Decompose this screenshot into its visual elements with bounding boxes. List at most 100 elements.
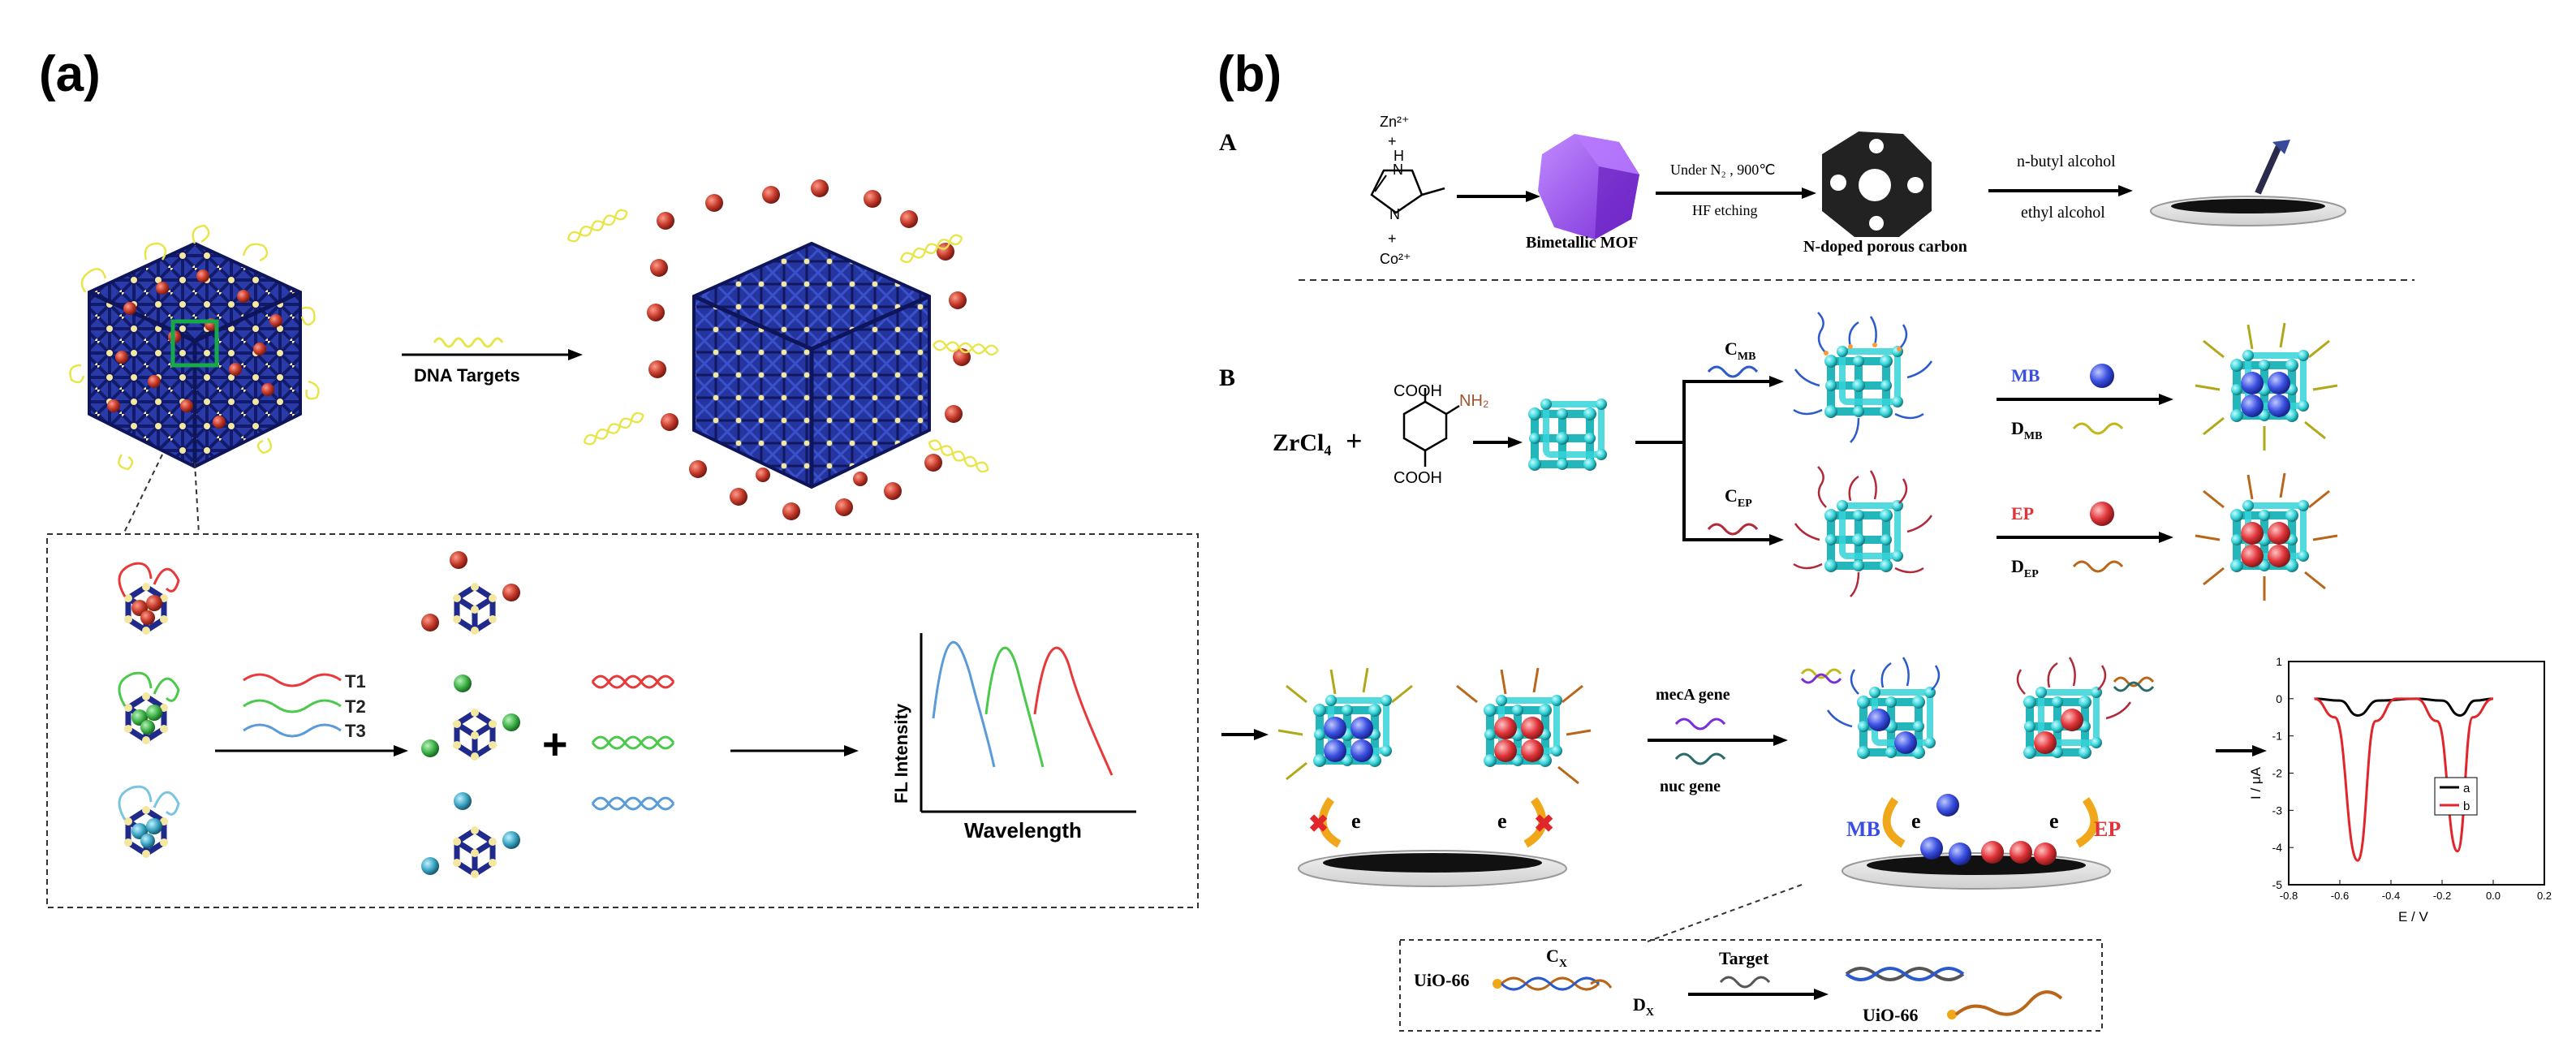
inset-free-strand	[1947, 990, 2063, 1019]
block-x-left: ✖	[1308, 811, 1329, 838]
released-cube-red	[421, 551, 520, 635]
branch-down	[1682, 442, 1769, 541]
zrcl4-plus: +	[1346, 425, 1363, 457]
plus-sign: +	[542, 720, 568, 769]
dpv-ylabel: I / μA	[2248, 766, 2264, 799]
arrow-mb-head	[2159, 394, 2173, 405]
imidazole-precursor: Zn²⁺ + H N N + Co²⁺	[1370, 114, 1445, 267]
released-mof-cube	[565, 179, 1000, 520]
fl-xlabel: Wavelength	[964, 818, 1082, 843]
zoom-leaders	[123, 454, 200, 535]
dpv-ytick-label: -4	[2272, 841, 2283, 854]
dpv-ytick-label: -2	[2272, 767, 2283, 780]
loaded-mof-cube	[69, 224, 320, 471]
section-b-label: B	[1219, 364, 1235, 391]
dpv-xtick-label: 0.0	[2486, 890, 2501, 902]
inset-released-duplex	[1845, 967, 1965, 981]
gene-1-label: mecA gene	[1656, 686, 1730, 704]
inset-target-label: Target	[1719, 948, 1769, 968]
electrode-before	[1298, 850, 1567, 887]
condition-1: Under N₂ , 900℃	[1670, 162, 1775, 178]
released-red-balls	[647, 179, 971, 520]
n-label-top: N	[1393, 162, 1403, 178]
dpv-ytick-label: -3	[2272, 804, 2283, 817]
inset-target-strand	[1719, 976, 1771, 989]
probe-cube-green	[118, 671, 180, 744]
uio66-mb-released	[1826, 657, 1941, 759]
ep-label: EP	[2011, 503, 2034, 524]
arrow-bottom-in-head	[1254, 729, 1269, 740]
uio66-cep	[1793, 466, 1933, 597]
block-x-right: ✖	[1534, 811, 1554, 838]
arrow-a1-head	[1526, 191, 1540, 202]
inset-arrow-head	[1814, 989, 1829, 1000]
branch-down-head	[1769, 534, 1784, 545]
carbon-label: N-doped porous carbon	[1803, 238, 1967, 256]
arrow-a3-head	[2118, 185, 2133, 196]
inset-probe-duplex	[1493, 976, 1613, 991]
released-probes	[1920, 794, 2057, 865]
duplex-green	[591, 735, 675, 750]
fl-ylabel: FL Intensity	[891, 703, 911, 804]
dpv-xtick-label: -0.2	[2433, 890, 2451, 902]
solvent-2: ethyl alcohol	[2021, 204, 2105, 222]
cmb-strand	[1707, 365, 1759, 378]
dpv-ytick-label: 0	[2276, 692, 2282, 705]
blocked-electron-transfer: e e ✖ ✖	[1308, 797, 1554, 848]
to-plot-arrowhead	[844, 745, 859, 756]
plus-top: +	[1388, 133, 1397, 149]
mof-label: Bimetallic MOF	[1526, 234, 1638, 252]
nh-label: H	[1394, 148, 1404, 164]
mb-label: MB	[2011, 365, 2040, 386]
dpv-xtick-label: -0.6	[2331, 890, 2349, 902]
uio66-mb-loaded	[2195, 322, 2338, 450]
dna-targets-arrow: DNA Targets	[402, 337, 583, 386]
inset-dx: DX	[1633, 994, 1654, 1019]
dpv-ytick-label: -1	[2272, 730, 2283, 743]
linker-molecule: COOH NH₂ COOH	[1394, 382, 1489, 487]
targets-legend: T1 T2 T3	[215, 671, 408, 756]
nuc-strand	[1674, 752, 1726, 765]
inset-zoom-leaders	[1647, 884, 1803, 942]
legend-t1: T1	[345, 671, 366, 692]
section-a-label: A	[1219, 129, 1237, 156]
electrode-a	[2150, 140, 2346, 226]
electrode-after	[1842, 852, 2111, 890]
electron-transfer: e e MB EP	[1846, 797, 2121, 848]
condition-2: HF etching	[1692, 202, 1758, 218]
legend-t3: T3	[345, 721, 366, 741]
co-ion: Co²⁺	[1380, 251, 1411, 267]
dpv-yticks: 10-1-2-3-4-5	[2272, 655, 2294, 891]
uio66-cmb	[1793, 312, 1933, 443]
zrcl4-label: ZrCl₄	[1273, 429, 1331, 456]
released-cube-green	[421, 675, 520, 761]
legend-t2: T2	[345, 696, 366, 717]
cep-label: CEP	[1725, 485, 1752, 510]
dpv-ytick-label: -5	[2272, 878, 2283, 891]
dpv-legend: a b	[2434, 777, 2478, 816]
arrow-ep-head	[2159, 532, 2173, 543]
duplex-red	[591, 675, 675, 689]
dpv-legend-a: a	[2463, 782, 2470, 795]
n-label-bottom: N	[1389, 206, 1400, 222]
e-label-after-left: e	[1911, 809, 1921, 833]
mb-bottom-label: MB	[1846, 817, 1880, 841]
ep-ball	[2090, 502, 2114, 526]
nh2-group: NH₂	[1459, 392, 1489, 410]
ep-bottom-label: EP	[2094, 817, 2121, 841]
branch-up	[1682, 380, 1769, 442]
inset-cx: CX	[1546, 946, 1567, 970]
panel-a-label: (a)	[39, 46, 101, 102]
panel-b-label: (b)	[1217, 46, 1282, 102]
dmb-label: DMB	[2011, 418, 2042, 442]
dpv-xlabel: E / V	[2398, 909, 2429, 924]
free-duplexes	[1800, 668, 2155, 692]
bimetallic-mof-crystal: Bimetallic MOF	[1526, 134, 1639, 252]
dep-label: DEP	[2011, 556, 2039, 580]
dpv-xtick-label: -0.4	[2382, 890, 2400, 902]
released-cube-cyan	[421, 792, 520, 878]
porous-carbon: N-doped porous carbon	[1803, 131, 1967, 256]
dmb-strand	[2072, 422, 2124, 435]
